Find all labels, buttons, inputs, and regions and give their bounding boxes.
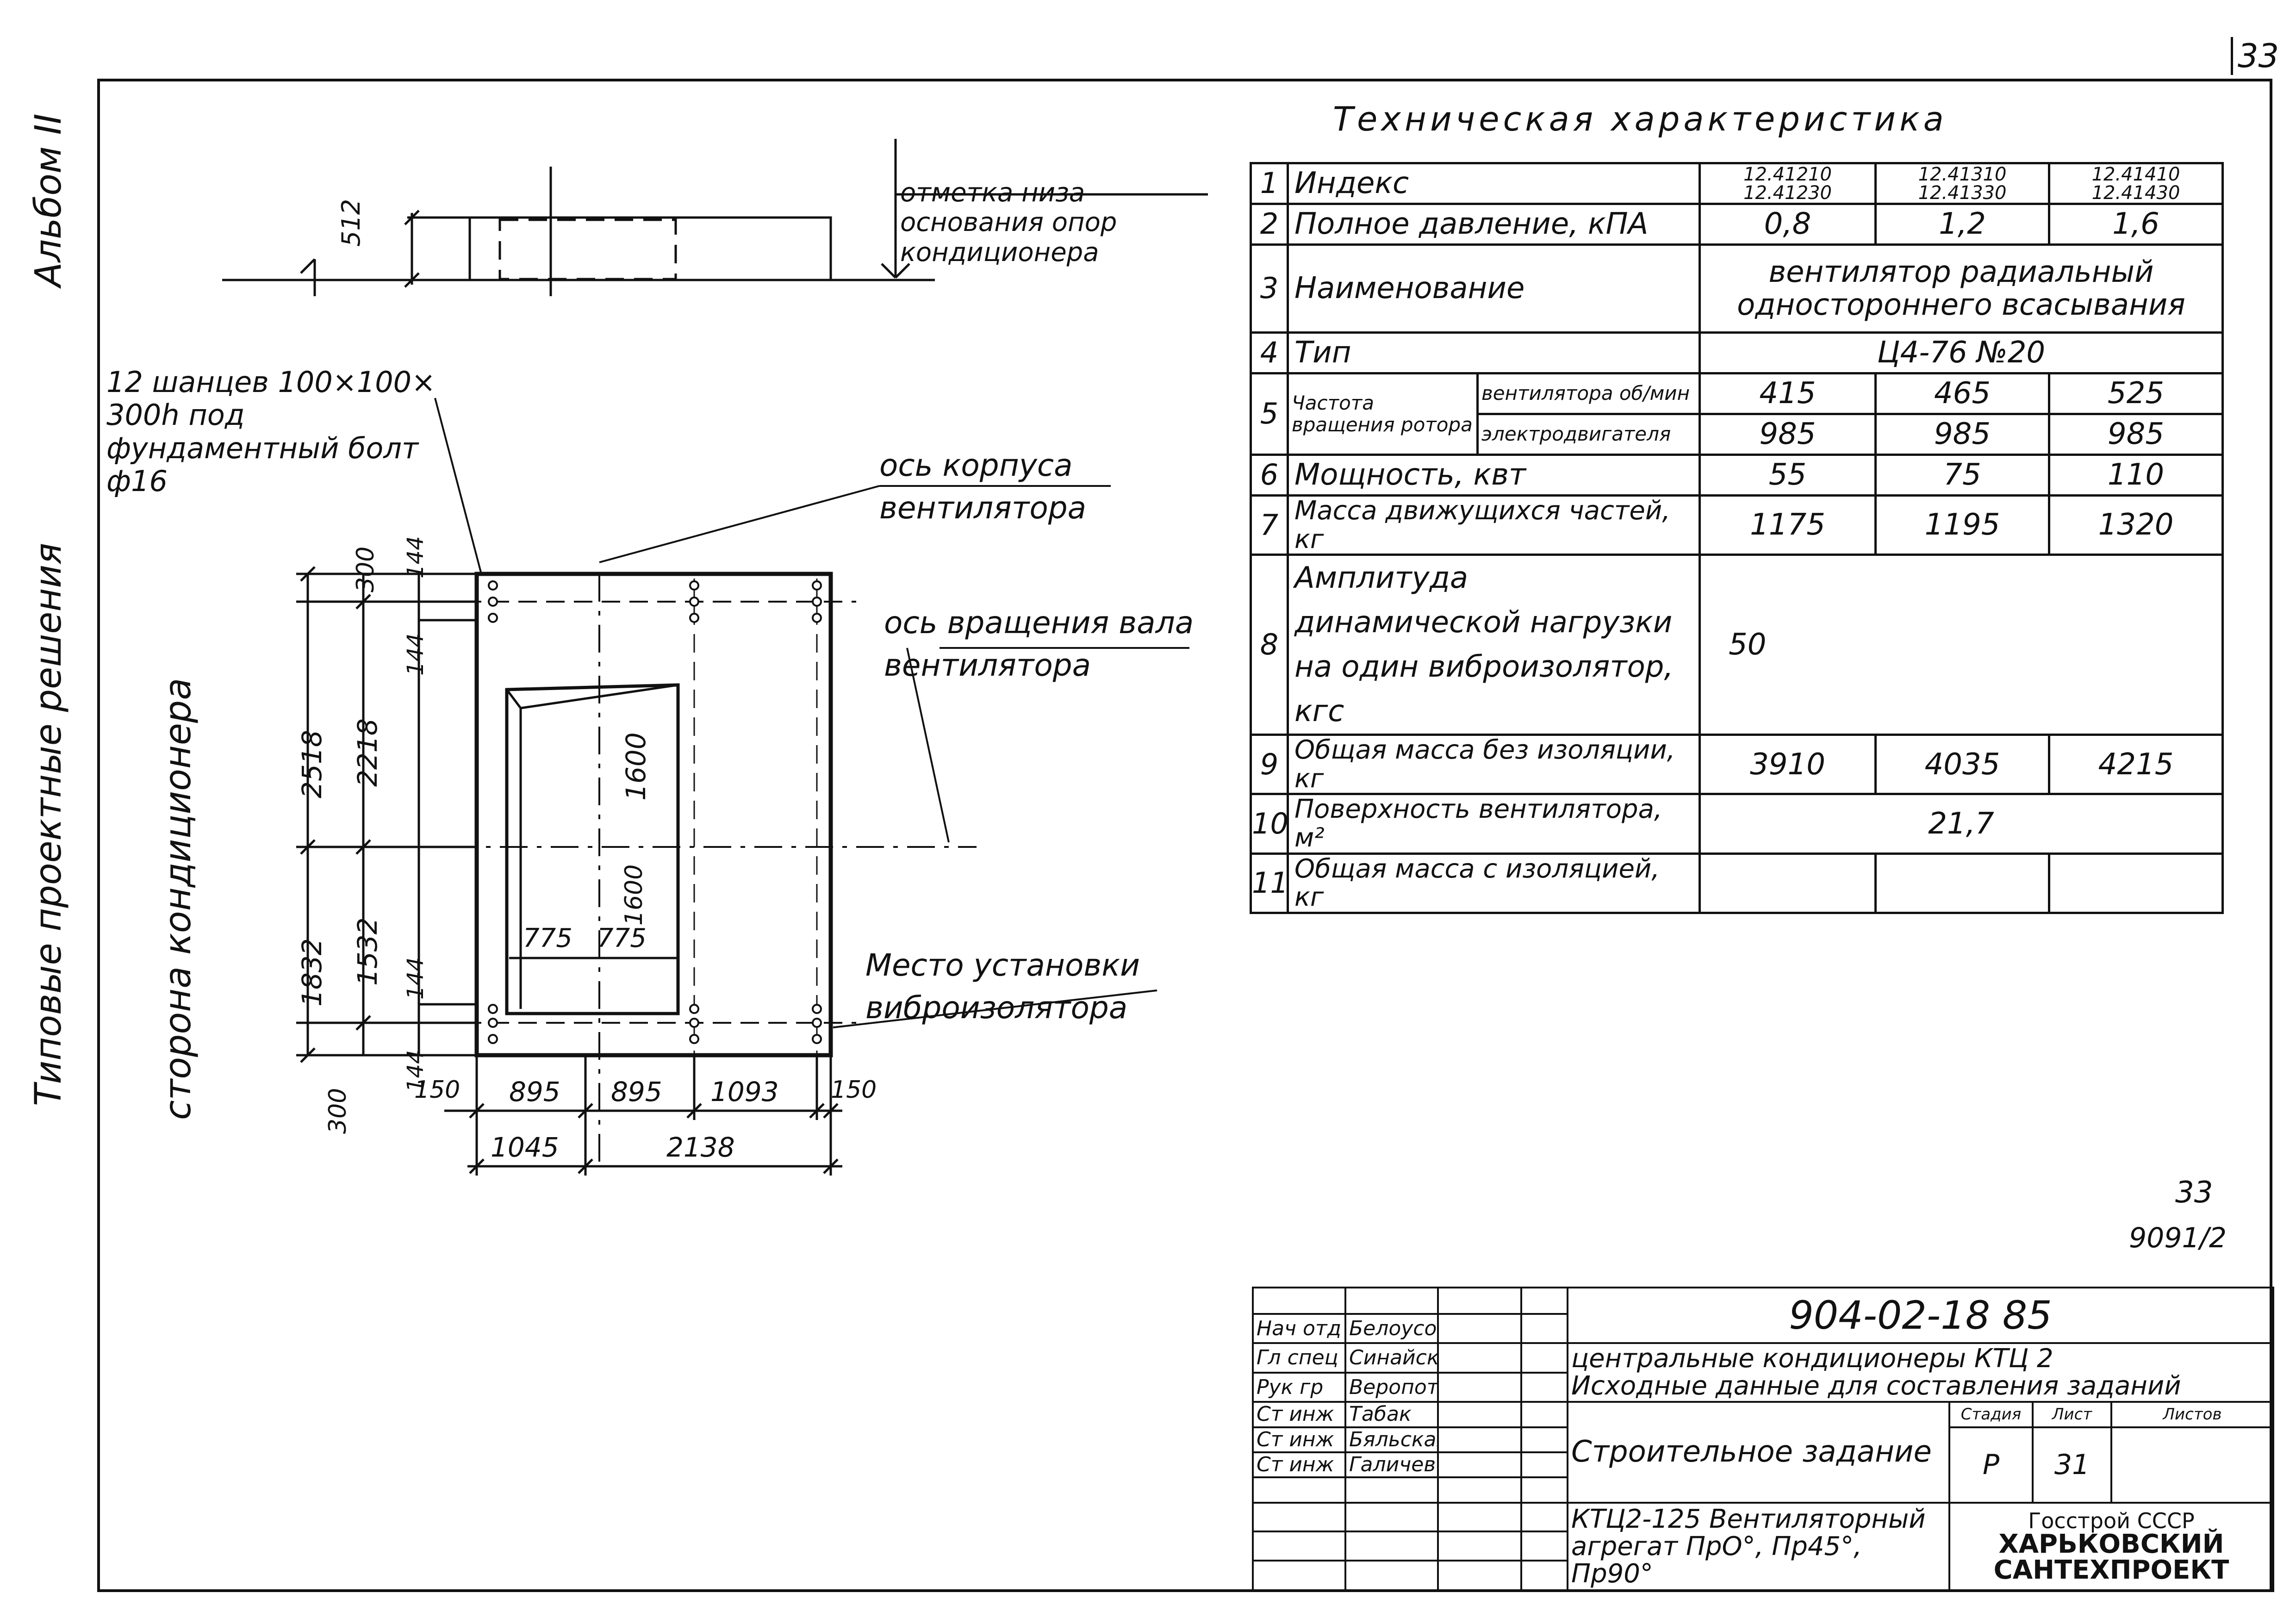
unit-description: КТЦ2-125 Вентиляторный агрегат ПрО°, Пр4… (1567, 1501, 1950, 1593)
sheet-code: 9091/2 (2129, 1222, 2227, 1254)
dim-144-c: 144 (403, 957, 429, 1000)
isolator-note: Место установки виброизолятора (865, 947, 1140, 1026)
dim-1532: 1532 (352, 917, 383, 986)
dim-300-bottom: 300 (324, 1088, 352, 1134)
tech-row: 10 Поверхность вентилятора, м² 21,7 (1250, 793, 2224, 855)
dim-144-b: 144 (403, 633, 429, 676)
sheet-number: 33 (2175, 1176, 2213, 1210)
elevation-note: отметка низа основания опор кондиционера (900, 178, 1117, 268)
dim-895-b: 895 (611, 1076, 662, 1108)
dim-144-a: 144 (403, 536, 429, 579)
title-block: 904-02-18 85 Нач отд Белоусов Гл спец Си… (1252, 1286, 2274, 1593)
tech-row: 5 Частота вращения ротора вентилятора об… (1250, 372, 2224, 456)
corner-sheet-number: 33 (2231, 37, 2279, 75)
tech-table: 1 Индекс 12.41210 12.41230 12.41310 12.4… (1250, 162, 2224, 914)
dim-300-top: 300 (352, 546, 380, 592)
dim-1093: 1093 (710, 1076, 779, 1108)
elevation-hidden-outline (498, 218, 677, 280)
tech-row: 9 Общая масса без изоляции, кг 3910 4035… (1250, 734, 2224, 796)
fan-plan-outline (474, 572, 833, 1058)
rotation-axis-note: ось вращения вала вентилятора (884, 605, 1194, 684)
dim-2138: 2138 (666, 1132, 735, 1163)
dim-895-a: 895 (509, 1076, 560, 1108)
tech-row: 1 Индекс 12.41210 12.41230 12.41310 12.4… (1250, 162, 2224, 205)
elevation-body (468, 216, 832, 281)
tech-row: 2 Полное давление, кПА 0,8 1,2 1,6 (1250, 203, 2224, 246)
elevation-dim-512: 512 (336, 199, 366, 247)
tech-row: 6 Мощность, квт 55 75 110 (1250, 454, 2224, 497)
doc-code: 904-02-18 85 (1567, 1286, 2274, 1344)
tech-title: Техническая характеристика (1333, 100, 1948, 138)
tech-row: 8 Амплитуда динамической нагрузки на оди… (1250, 554, 2224, 736)
dim-1832: 1832 (296, 938, 328, 1007)
drawing-frame (97, 79, 2272, 1592)
tech-row: 4 Тип Ц4-76 №20 (1250, 331, 2224, 374)
task-label: Строительное задание (1567, 1401, 1950, 1504)
dim-1600-a: 1600 (620, 732, 652, 801)
dim-1045: 1045 (491, 1132, 559, 1163)
sheet-value: 31 (2032, 1426, 2112, 1504)
dim-2218: 2218 (352, 718, 383, 787)
tech-row: 11 Общая масса с изоляцией, кг (1250, 852, 2224, 914)
dim-775-b: 775 (597, 923, 647, 953)
dim-2518: 2518 (296, 730, 328, 798)
stage-value: Р (1948, 1426, 2034, 1504)
tech-row: электродвигателя 985 985 985 (1251, 413, 2224, 456)
dim-150-b: 150 (831, 1076, 877, 1104)
dim-1600-b: 1600 (620, 864, 648, 926)
tech-row: 3 Наименование вентилятор радиальный одн… (1250, 243, 2224, 334)
casing-axis-note: ось корпуса вентилятора (879, 448, 1087, 526)
inlet-opening (505, 683, 680, 1015)
tech-row: 7 Масса движущихся частей, кг 1175 1195 … (1250, 494, 2224, 556)
anchor-note: 12 шанцев 100×100× 300h под фундаментный… (106, 365, 436, 498)
dim-150-a: 150 (414, 1076, 460, 1104)
dim-775-a: 775 (523, 923, 572, 953)
